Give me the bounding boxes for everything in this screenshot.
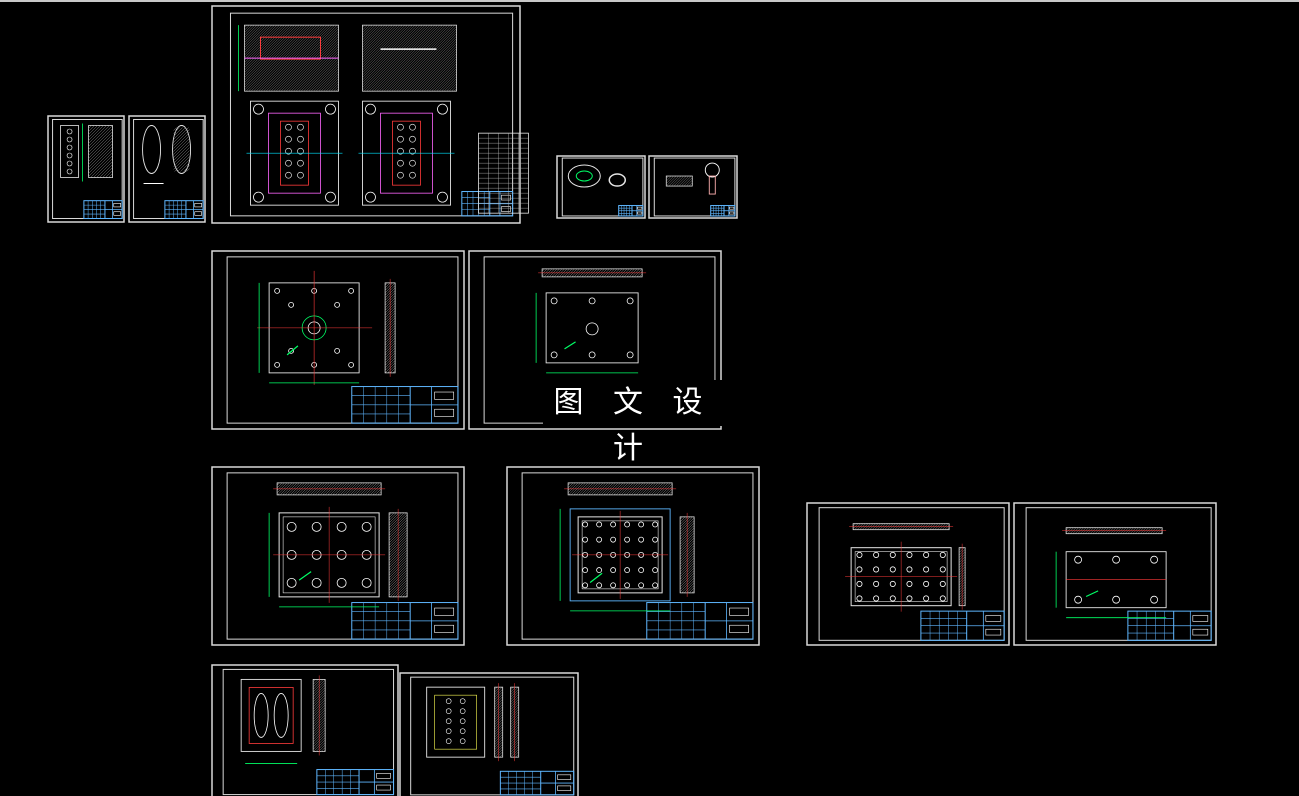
drawing-sheet-plate-drawing-5[interactable] (806, 502, 1010, 646)
drawing-sheet-cavity-drawing-2[interactable] (399, 672, 579, 796)
drawing-sheet-plate-drawing-1[interactable] (211, 250, 465, 430)
drawing-sheet-cavity-drawing-1[interactable] (211, 664, 399, 796)
drawing-sheet-mold-assembly-drawing[interactable] (211, 5, 529, 224)
drawing-sheet-part-drawing-1[interactable] (47, 115, 125, 223)
drawing-sheet-part-drawing-2[interactable] (128, 115, 206, 223)
drawing-sheet-part-drawing-4[interactable] (648, 155, 738, 219)
drawing-sheet-plate-drawing-3[interactable] (211, 466, 465, 646)
viewport-top-border (0, 0, 1299, 2)
drawing-sheet-plate-drawing-4[interactable] (506, 466, 760, 646)
watermark-label: 图 文 设 计 (543, 380, 723, 466)
drawing-sheet-plate-drawing-6[interactable] (1013, 502, 1217, 646)
drawing-sheet-part-drawing-3[interactable] (556, 155, 646, 219)
